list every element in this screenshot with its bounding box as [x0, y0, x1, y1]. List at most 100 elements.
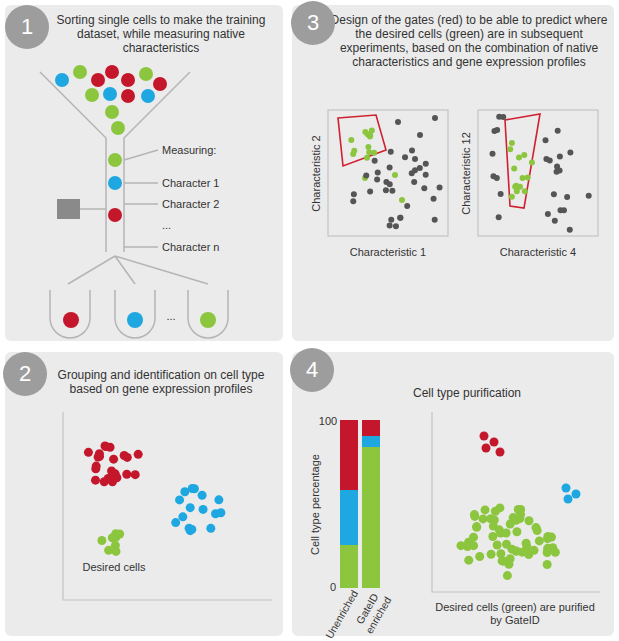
- cell-dot: [351, 191, 357, 197]
- cell-dot: [388, 149, 394, 155]
- step-number: 2: [3, 352, 47, 396]
- cell-dot: [509, 194, 515, 200]
- cell-dot: [490, 516, 499, 525]
- laser-beam: [80, 208, 106, 210]
- cell-dot: [423, 172, 429, 178]
- cell-dot: [127, 312, 143, 328]
- cell-dot: [488, 532, 497, 541]
- cell-dot: [555, 128, 561, 134]
- panel-ground: [292, 352, 614, 636]
- cell-dot: [535, 536, 544, 545]
- cell-dot: [481, 505, 490, 514]
- tick-label: 0: [330, 581, 336, 594]
- cell-dot: [199, 505, 208, 514]
- cell-dot: [365, 144, 371, 150]
- cell-dot: [383, 179, 389, 185]
- cell-dot: [437, 184, 443, 190]
- step-number: 4: [290, 348, 334, 392]
- gate: [338, 115, 386, 166]
- cell-dot: [363, 172, 369, 178]
- axes: [63, 412, 272, 600]
- panel: Grouping and identification on cell type…: [5, 352, 283, 636]
- cell-dot: [412, 156, 418, 162]
- gate: [505, 114, 540, 208]
- cell-dot: [498, 191, 504, 197]
- panel-grounds: [5, 5, 614, 636]
- cell-dot: [564, 495, 573, 504]
- cell-dot: [107, 467, 116, 476]
- cell-dot: [521, 152, 527, 158]
- cell-dot: [364, 155, 370, 161]
- panel-heading: Design of the gates (red) to be able to …: [330, 13, 608, 69]
- cell-dot: [533, 526, 542, 535]
- measure-label: ...: [162, 219, 171, 232]
- cell-dot: [562, 484, 571, 493]
- cell-dot: [73, 65, 87, 79]
- cell-dot: [552, 218, 558, 224]
- cell-dot: [131, 470, 140, 479]
- cell-dot: [190, 484, 199, 493]
- cell-dot: [63, 312, 79, 328]
- cell-dot: [512, 516, 521, 525]
- measure-label: Character n: [162, 241, 219, 254]
- panel: Sorting single cells to make the trainin…: [5, 5, 283, 341]
- cell-dot: [543, 560, 552, 569]
- stacked-bars: [340, 420, 380, 588]
- cell-dot: [95, 449, 104, 458]
- panel-heading: Grouping and identification on cell type…: [47, 368, 275, 396]
- sort-lines: [68, 256, 208, 284]
- cluster-label: Desired cells: [83, 561, 146, 574]
- cell-dot: [551, 191, 557, 197]
- cell-dot: [105, 105, 119, 119]
- cell-dot: [397, 215, 403, 221]
- cell-dot: [494, 127, 500, 133]
- gates: [338, 114, 540, 208]
- cell-dot: [200, 312, 216, 328]
- cell-dot: [371, 150, 377, 156]
- cell-dot: [375, 169, 381, 175]
- tubes: [50, 290, 228, 338]
- cell-dot: [547, 157, 553, 163]
- cell-dot: [479, 514, 488, 523]
- cell-dot: [399, 197, 405, 203]
- cell-dot: [122, 470, 131, 479]
- cell-dot: [121, 73, 135, 87]
- cell-dot: [564, 194, 570, 200]
- cell-dot: [388, 217, 394, 223]
- cell-dot: [367, 189, 373, 195]
- cell-dot: [512, 184, 518, 190]
- cell-dot: [187, 525, 196, 534]
- cell-dot: [524, 550, 533, 559]
- cell-dot: [175, 495, 184, 504]
- panel-ground: [5, 5, 283, 341]
- cell-dot: [387, 223, 393, 229]
- cell-dot: [108, 153, 122, 167]
- callout-number: 1: [21, 14, 33, 39]
- panel: Design of the gates (red) to be able to …: [292, 5, 614, 341]
- cell-dot: [432, 217, 438, 223]
- bar-segment: [362, 420, 380, 436]
- cell-dot: [100, 441, 109, 450]
- cell-dot: [409, 147, 415, 153]
- cell-dot: [350, 198, 356, 204]
- cell-dot: [84, 448, 93, 457]
- cell-dot: [404, 203, 410, 209]
- cell-dot: [97, 536, 106, 545]
- cell-dot: [55, 73, 69, 87]
- cell-dot: [85, 88, 99, 102]
- cell-dot: [91, 464, 100, 473]
- cell-dot: [493, 541, 502, 550]
- cell-dot: [490, 438, 499, 447]
- cell-dot: [139, 67, 153, 81]
- cell-dot: [507, 146, 513, 152]
- cell-dot: [109, 455, 118, 464]
- cell-dot: [120, 451, 129, 460]
- cell-dot: [480, 432, 489, 441]
- funnel: [40, 72, 190, 252]
- axis-label: Cell type percentage: [309, 454, 322, 555]
- step-number: 1: [5, 5, 49, 49]
- callout-number: 2: [19, 361, 31, 386]
- caption-label: Desired cells (green) are purified by Ga…: [435, 601, 595, 627]
- cell-dot: [121, 89, 135, 103]
- cell-dot: [411, 179, 417, 185]
